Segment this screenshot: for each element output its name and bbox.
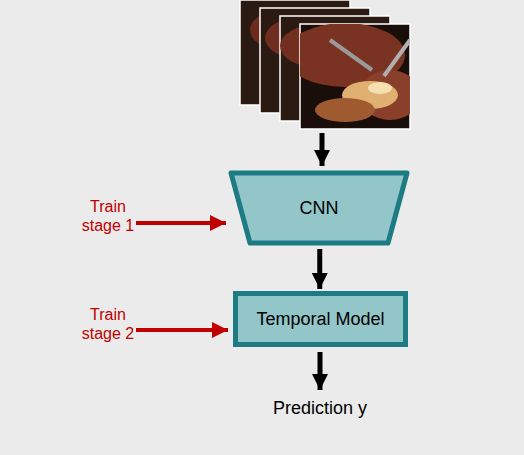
box-shape bbox=[236, 294, 406, 345]
flow-arrow bbox=[317, 249, 322, 289]
video-frames bbox=[240, 0, 420, 129]
cnn-trapezoid: CNN bbox=[228, 170, 410, 246]
prediction-label: Prediction y bbox=[230, 398, 410, 419]
train-arrow bbox=[136, 221, 226, 225]
train-stage-label: Train stage 2 bbox=[72, 305, 144, 343]
train-stage-label: Train stage 1 bbox=[72, 197, 144, 235]
output-arrow bbox=[318, 352, 323, 390]
node-text: CNN bbox=[300, 198, 339, 219]
input-arrow bbox=[320, 133, 325, 166]
node-text: Temporal Model bbox=[256, 309, 384, 330]
trapezoid-shape bbox=[231, 173, 407, 243]
temporal-model-box: Temporal Model bbox=[233, 291, 408, 347]
train-arrow bbox=[136, 328, 228, 332]
